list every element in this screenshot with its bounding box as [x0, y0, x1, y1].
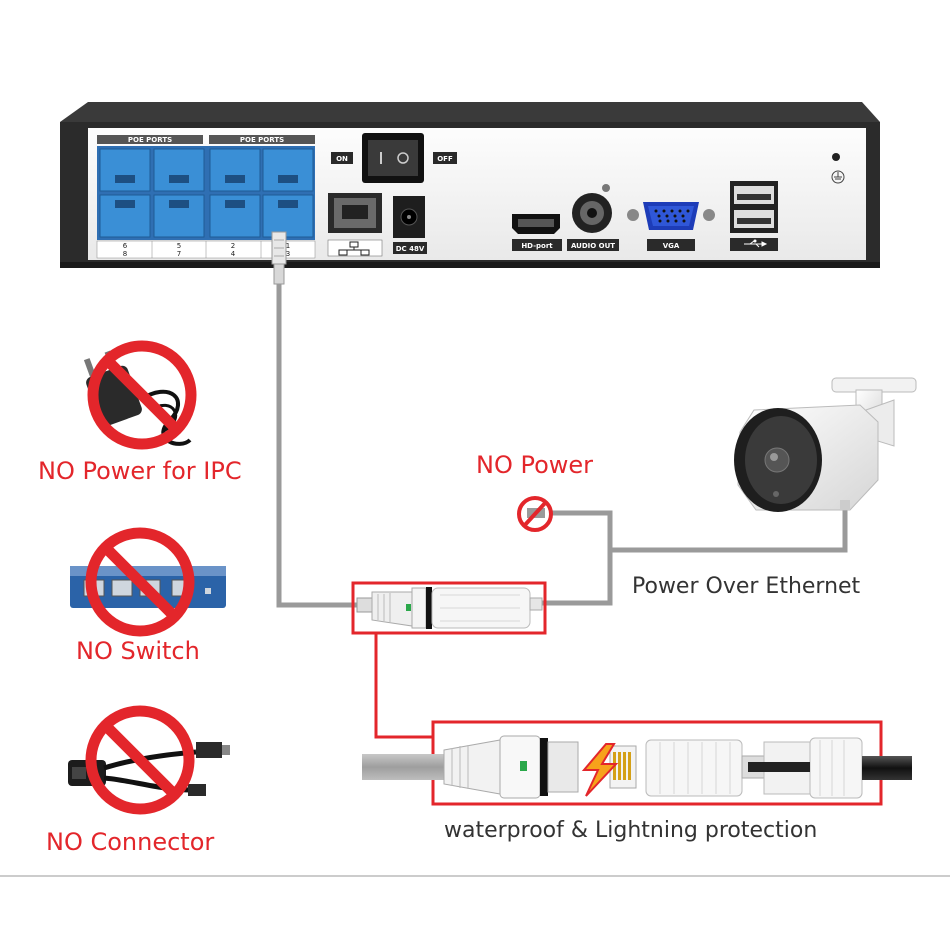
no-connector-label: NO Connector	[46, 828, 215, 856]
power-cable-blocked	[548, 510, 613, 550]
hd-label: HD-port	[521, 242, 553, 250]
port-number: 2	[231, 242, 235, 250]
on-label: ON	[336, 155, 348, 163]
poe-port	[262, 148, 314, 192]
poe-ports-label: POE PORTS	[128, 136, 172, 144]
port-number: 4	[231, 250, 236, 258]
usb-ports	[730, 181, 778, 251]
dc-jack: DC 48V	[393, 196, 427, 254]
poe-port	[209, 148, 261, 192]
poe-port	[153, 148, 205, 192]
ground-icon	[831, 170, 845, 184]
network-icon	[338, 241, 370, 256]
poe-port	[99, 148, 151, 192]
no-power-icon	[517, 496, 553, 532]
ethernet-cable	[276, 284, 357, 608]
dc-label: DC 48V	[396, 245, 425, 253]
detail-link-line	[374, 633, 432, 739]
power-switch: ON OFF	[331, 133, 457, 183]
port-number: 5	[177, 242, 181, 250]
lan-port	[327, 193, 383, 257]
poe-label: Power Over Ethernet	[632, 574, 861, 599]
port-number: 1	[286, 242, 290, 250]
hdmi-port: HD-port	[512, 214, 562, 251]
port-number: 6	[123, 242, 128, 250]
connector-highlight-box	[351, 581, 547, 635]
port-number: 3	[286, 250, 290, 258]
port-number: 8	[123, 250, 127, 258]
no-power-ipc-label: NO Power for IPC	[38, 457, 242, 485]
prohibited-icon	[87, 340, 197, 450]
nvr-recorder: POE PORTS POE PORTS 6 5 2 1 8 7	[60, 102, 880, 268]
poe-port-grid	[99, 148, 314, 238]
no-switch-label: NO Switch	[76, 637, 200, 665]
no-power-label: NO Power	[476, 451, 594, 479]
vga-label: VGA	[663, 242, 680, 250]
audio-port: AUDIO OUT	[567, 184, 619, 251]
bullet-camera	[734, 377, 917, 512]
poe-ports-label-2: POE PORTS	[240, 136, 284, 144]
rj45-plug	[271, 231, 287, 285]
lightning-icon	[581, 743, 619, 797]
off-label: OFF	[437, 155, 453, 163]
prohibited-icon	[85, 705, 195, 815]
port-number: 7	[177, 250, 181, 258]
waterproof-label: waterproof & Lightning protection	[444, 818, 818, 843]
audio-label: AUDIO OUT	[571, 242, 615, 250]
connector-detail	[362, 735, 912, 799]
usb-icon	[744, 239, 768, 248]
vga-port: VGA	[627, 202, 715, 251]
prohibited-icon	[85, 527, 195, 637]
waterproof-connector	[356, 587, 543, 629]
